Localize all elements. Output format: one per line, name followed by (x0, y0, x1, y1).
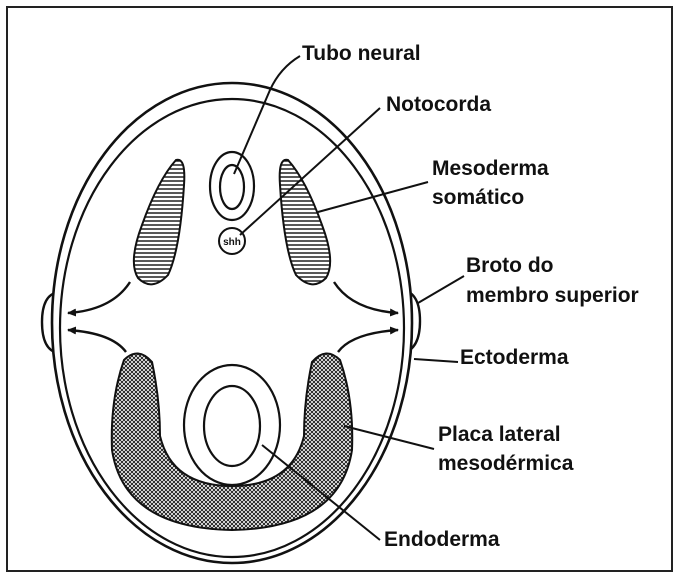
label-placa-line1: Placa lateral (438, 423, 561, 446)
neural-tube-inner (220, 165, 244, 209)
leader-broto (418, 276, 464, 303)
label-broto-line1: Broto do (466, 254, 553, 277)
label-tubo-neural: Tubo neural (302, 42, 421, 65)
label-placa-line2: mesodérmica (438, 452, 574, 475)
endoderm-inner (204, 386, 260, 466)
label-notocorda: Notocorda (386, 93, 491, 116)
label-broto-line2: membro superior (466, 284, 639, 307)
label-endoderma: Endoderma (384, 528, 500, 551)
label-ectoderma: Ectoderma (460, 346, 569, 369)
label-mesoderma-line1: Mesoderma (432, 157, 549, 180)
leader-ectoderma (414, 359, 458, 362)
shh-label: shh (223, 237, 241, 248)
label-mesoderma-line2: somático (432, 186, 524, 209)
